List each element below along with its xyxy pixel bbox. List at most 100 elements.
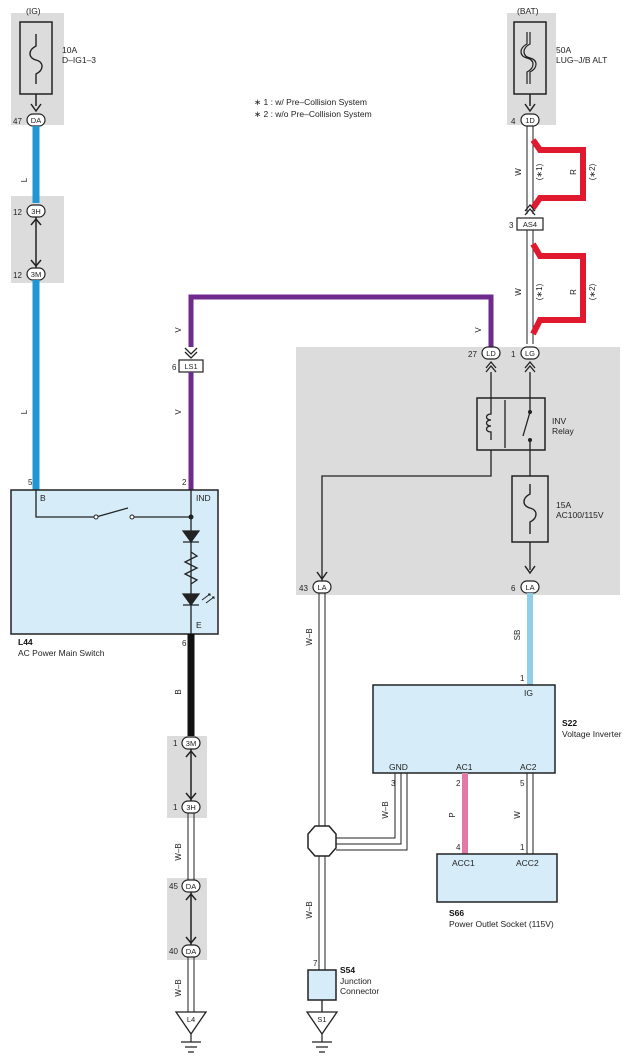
ig-fuse-rating: 10A — [62, 45, 77, 55]
black-wire-label: B — [174, 689, 183, 694]
ld-pin: 27 — [468, 350, 477, 359]
l44-box — [10, 489, 219, 635]
inv-fuse-name: AC100/115V — [556, 510, 604, 520]
la-right-conn-label: LA — [525, 583, 534, 592]
ground-l4-label: L4 — [187, 1015, 195, 1024]
ig-source-label: (IG) — [26, 6, 41, 16]
relay-contact-top — [528, 410, 532, 414]
red-wire-mid — [530, 242, 586, 336]
ac2-wire-label: W — [513, 811, 522, 819]
ls1-conn-label: LS1 — [184, 362, 197, 371]
s54-pin: 7 — [313, 959, 318, 968]
left-c2-label: 3M — [31, 270, 41, 279]
purple-label-left: V — [174, 409, 183, 415]
ld-conn — [481, 346, 501, 360]
w-note-1: (∗1) — [535, 163, 544, 180]
l44-switch-contact-b — [129, 514, 135, 520]
s22-pin-ac2: 5 — [520, 779, 525, 788]
la-left-conn-label: LA — [317, 583, 326, 592]
coil-to-la — [321, 450, 492, 582]
bat-pin: 4 — [511, 117, 516, 126]
la-left-arrow-icon — [316, 571, 328, 581]
left-c1-label: 3H — [31, 207, 41, 216]
gnd-wire-label: W–B — [381, 801, 390, 818]
bat-fuse-icon — [520, 32, 537, 84]
l44-code: L44 — [18, 637, 33, 647]
left-c2-pin: 12 — [13, 271, 22, 280]
s54-code: S54 — [340, 965, 355, 975]
l44-junction — [188, 514, 194, 520]
ll-c4 — [181, 944, 201, 958]
s66-box — [436, 853, 558, 903]
as4-conn-label: AS4 — [523, 220, 537, 229]
purple-label-left-top: V — [174, 327, 183, 333]
w-label-2: W — [514, 288, 523, 296]
purple-wire — [188, 294, 494, 349]
s54-name1: Junction — [340, 976, 372, 986]
left-c1-arrow-icon — [30, 217, 42, 226]
w-note-2: (∗1) — [535, 283, 544, 300]
l44-label-b: B — [40, 493, 46, 503]
blue-wire-label-2: L — [20, 409, 29, 414]
led-light-icon — [201, 593, 215, 604]
relay-name: INV — [552, 416, 567, 426]
ground-s1-label: S1 — [317, 1015, 326, 1024]
ll-c1-arrow-icon — [185, 749, 197, 758]
s66-pin-acc2: 1 — [520, 843, 525, 852]
ld-conn-label: LD — [486, 349, 496, 358]
relay-box-area — [296, 347, 620, 595]
splice-octagon — [307, 825, 337, 857]
s22-pin-ig: 1 — [520, 674, 525, 683]
bat-source-label: (BAT) — [517, 6, 539, 16]
s22-name: Voltage Inverter — [562, 729, 622, 739]
wb-label-1: W–B — [174, 843, 183, 860]
ground-s1-icon — [312, 1034, 332, 1053]
s66-code: S66 — [449, 908, 464, 918]
s66-pin-acc1: 4 — [456, 843, 461, 852]
s22-pin-gnd: 3 — [391, 779, 396, 788]
diode-icon — [181, 530, 201, 544]
bat-conn — [520, 113, 540, 127]
ig-pin: 47 — [13, 117, 22, 126]
s22-box — [372, 684, 556, 774]
s22-pin-ac1: 2 — [456, 779, 461, 788]
r-label-1: R — [569, 169, 578, 175]
ll-c2-arrow-icon — [185, 792, 197, 801]
ig-conn-label: DA — [31, 116, 41, 125]
lg-arrow-icon — [524, 360, 536, 373]
ll-c4-pin: 40 — [169, 947, 178, 956]
red-wire-top — [530, 138, 586, 210]
s22-label-ac1: AC1 — [456, 762, 473, 772]
s54-box — [307, 969, 337, 1001]
resistor-icon — [183, 551, 199, 585]
ll-c2 — [181, 800, 201, 814]
r-note-2: (∗2) — [588, 283, 597, 300]
ig-arrow-icon — [30, 103, 42, 113]
ll-c2-pin: 1 — [173, 803, 178, 812]
ground-l4-triangle — [174, 1011, 208, 1036]
r-note-1: (∗2) — [588, 163, 597, 180]
s54-wire-top-label: W–B — [305, 628, 314, 645]
la-right-arrow-icon — [524, 565, 536, 575]
sb-wire-label: SB — [513, 630, 522, 641]
note-2: ∗ 2 : w/o Pre–Collision System — [254, 109, 372, 119]
wb-label-2: W–B — [174, 979, 183, 996]
ll-c3-pin: 45 — [169, 882, 178, 891]
s22-label-ac2: AC2 — [520, 762, 537, 772]
ground-s1-triangle — [305, 1011, 339, 1036]
ground-l4-icon — [181, 1034, 201, 1053]
inv-fuse-icon — [523, 484, 537, 534]
ll-c1-pin: 1 — [173, 739, 178, 748]
s22-label-gnd: GND — [389, 762, 408, 772]
l44-switch-blade — [95, 507, 129, 518]
bat-fuse-name: LUG–J/B ALT — [556, 55, 607, 65]
bat-conn-label: 1D — [525, 116, 535, 125]
led-icon — [181, 593, 201, 607]
ll-c1-label: 3M — [186, 739, 196, 748]
as4-arrow-icon — [524, 203, 536, 216]
l44-pin-e: 6 — [182, 639, 187, 648]
inv-relay-box — [476, 397, 546, 451]
s22-label-ig: IG — [524, 688, 533, 698]
lg-pin: 1 — [511, 350, 516, 359]
ll-c4-label: DA — [186, 947, 196, 956]
